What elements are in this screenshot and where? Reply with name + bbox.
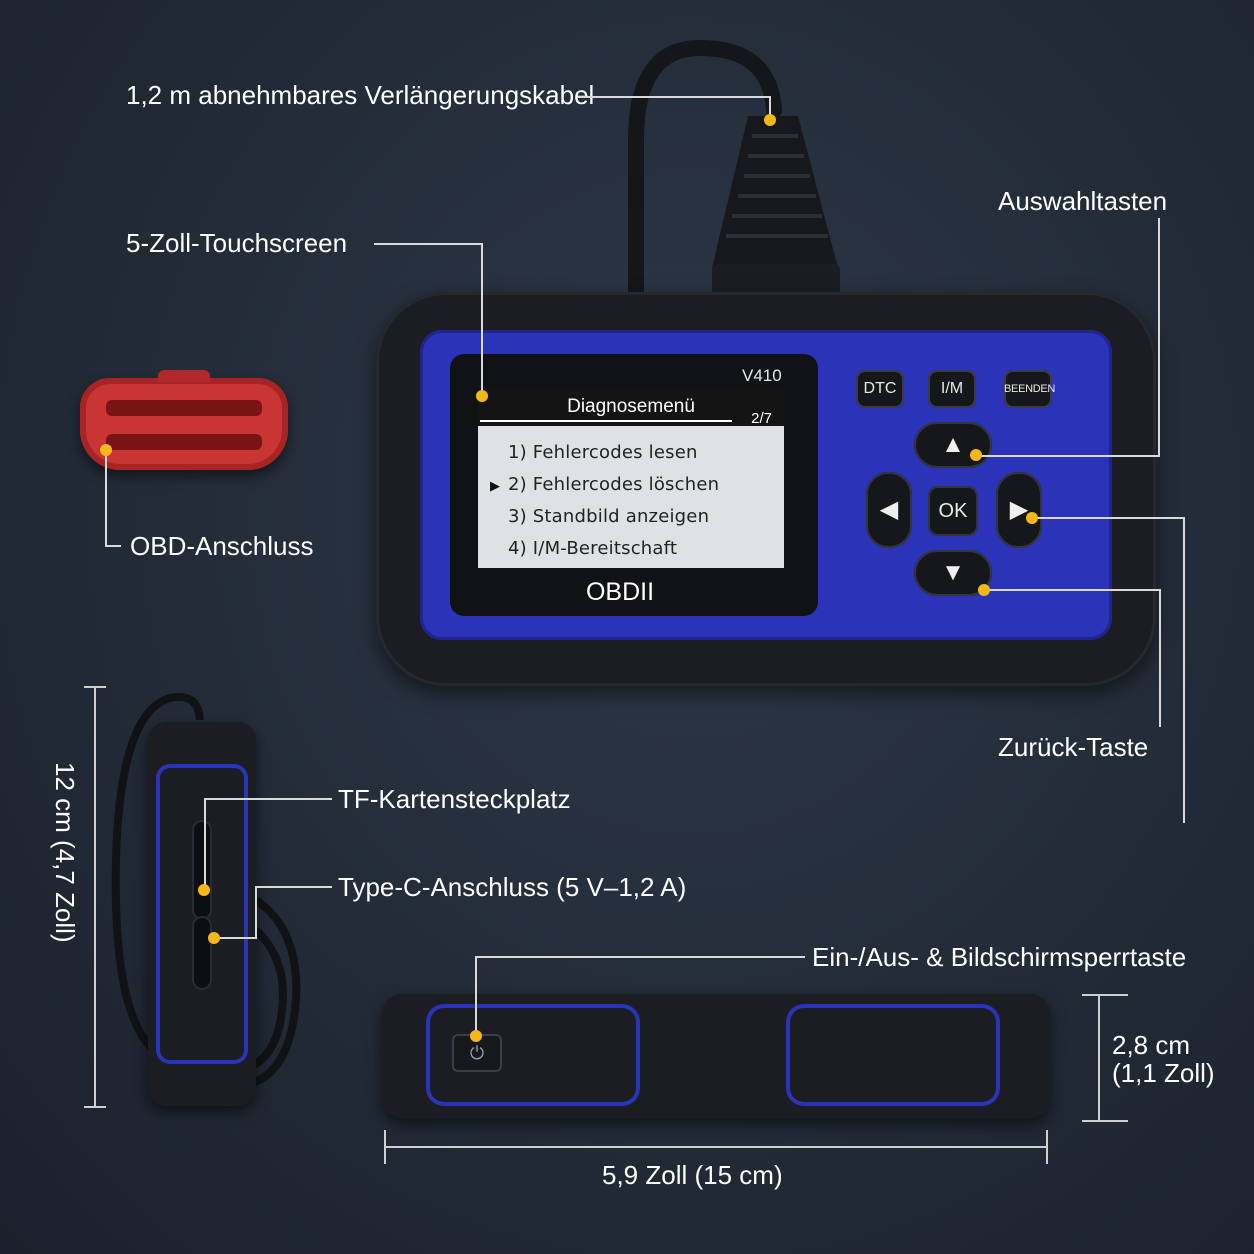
leader-line xyxy=(255,886,332,888)
connector-tab xyxy=(158,370,210,382)
leader-line xyxy=(374,243,482,245)
menu-item[interactable]: 4) I/M-Bereitschaft xyxy=(508,538,678,559)
leader-line xyxy=(578,96,770,98)
callout-cable: 1,2 m abnehmbares Verlängerungskabel xyxy=(126,80,595,110)
exit-button[interactable]: BEENDEN xyxy=(1004,370,1055,408)
depth-dimension-cm: 2,8 cm xyxy=(1112,1030,1191,1060)
obd-connector xyxy=(80,370,288,470)
callout-power-key: Ein-/Aus- & Bildschirmsperrtaste xyxy=(812,942,1187,972)
pin-row xyxy=(106,434,262,450)
leader-line xyxy=(204,798,206,890)
leader-line xyxy=(1159,589,1161,727)
dim-tick xyxy=(84,1106,106,1108)
callout-dot xyxy=(470,1030,482,1042)
menu-item[interactable]: 3) Standbild anzeigen xyxy=(508,506,710,527)
side-view xyxy=(148,722,256,1106)
lcd-page-indicator: 2/7 xyxy=(751,410,772,427)
lcd-screen[interactable]: Diagnosemenü 2/7 1) Fehlercodes lesen ▶ … xyxy=(478,390,784,568)
dim-line xyxy=(94,686,96,1106)
leader-line xyxy=(105,545,121,547)
leader-line xyxy=(1032,517,1184,519)
leader-line xyxy=(984,589,1160,591)
callout-tf-slot: TF-Kartensteckplatz xyxy=(338,784,571,814)
im-button[interactable]: I/M xyxy=(928,370,976,408)
lcd-title: Diagnosemenü xyxy=(567,396,695,417)
dtc-button[interactable]: DTC xyxy=(856,370,904,408)
callout-dot xyxy=(476,390,488,402)
brand-label: OBDII xyxy=(585,578,655,606)
callout-dot xyxy=(978,584,990,596)
callout-dot xyxy=(100,444,112,456)
bottom-bumper-band xyxy=(786,1004,1000,1106)
height-dimension: 12 cm (4,7 Zoll) xyxy=(50,762,80,943)
callout-dot xyxy=(208,932,220,944)
up-arrow-button[interactable]: ▲ xyxy=(914,422,992,468)
menu-item-selected[interactable]: 2) Fehlercodes löschen xyxy=(508,474,720,495)
leader-line xyxy=(769,96,771,120)
callout-dot xyxy=(764,114,776,126)
width-dimension: 5,9 Zoll (15 cm) xyxy=(602,1160,783,1190)
leader-line xyxy=(214,937,256,939)
tf-card-slot[interactable] xyxy=(192,820,212,920)
leader-line xyxy=(105,450,107,546)
leader-line xyxy=(204,798,332,800)
leader-line xyxy=(475,956,805,958)
dim-tick xyxy=(1082,994,1128,996)
callout-back-key: Zurück-Taste xyxy=(998,732,1149,762)
model-label: V410 xyxy=(742,366,782,385)
screen-bezel: V410 Diagnosemenü 2/7 1) Fehlercodes les… xyxy=(450,354,818,616)
power-icon: ⏻ xyxy=(469,1043,485,1063)
right-arrow-button[interactable]: ▶ xyxy=(996,472,1042,548)
menu-item[interactable]: 1) Fehlercodes lesen xyxy=(508,442,698,463)
lcd-header: Diagnosemenü 2/7 xyxy=(478,390,784,427)
left-arrow-button[interactable]: ◀ xyxy=(866,472,912,548)
device-front-panel: V410 Diagnosemenü 2/7 1) Fehlercodes les… xyxy=(420,330,1112,640)
dim-tick xyxy=(1046,1130,1048,1164)
callout-dot xyxy=(970,449,982,461)
callout-typec: Type-C-Anschluss (5 V–1,2 A) xyxy=(338,872,687,902)
leader-line xyxy=(475,956,477,1036)
leader-line xyxy=(1183,517,1185,823)
callout-obd-port: OBD-Anschluss xyxy=(130,531,314,561)
scanner-device: V410 Diagnosemenü 2/7 1) Fehlercodes les… xyxy=(376,292,1156,686)
callout-select-keys: Auswahltasten xyxy=(998,186,1168,216)
dim-line xyxy=(1098,994,1100,1120)
typec-port[interactable] xyxy=(192,916,212,990)
dim-line xyxy=(384,1146,1048,1148)
leader-line xyxy=(481,243,483,396)
callout-dot xyxy=(1026,512,1038,524)
leader-line xyxy=(976,455,1160,457)
depth-dimension-in: (1,1 Zoll) xyxy=(1112,1058,1215,1088)
leader-line xyxy=(255,886,257,939)
bottom-view: ⏻ xyxy=(382,994,1050,1118)
pin-row xyxy=(106,400,262,416)
leader-line xyxy=(1158,218,1160,456)
menu-cursor-icon: ▶ xyxy=(490,478,500,493)
ok-button[interactable]: OK xyxy=(928,486,978,536)
dim-tick xyxy=(1082,1120,1128,1122)
lcd-underline xyxy=(480,420,732,422)
callout-touchscreen: 5-Zoll-Touchscreen xyxy=(126,228,348,258)
callout-dot xyxy=(198,884,210,896)
